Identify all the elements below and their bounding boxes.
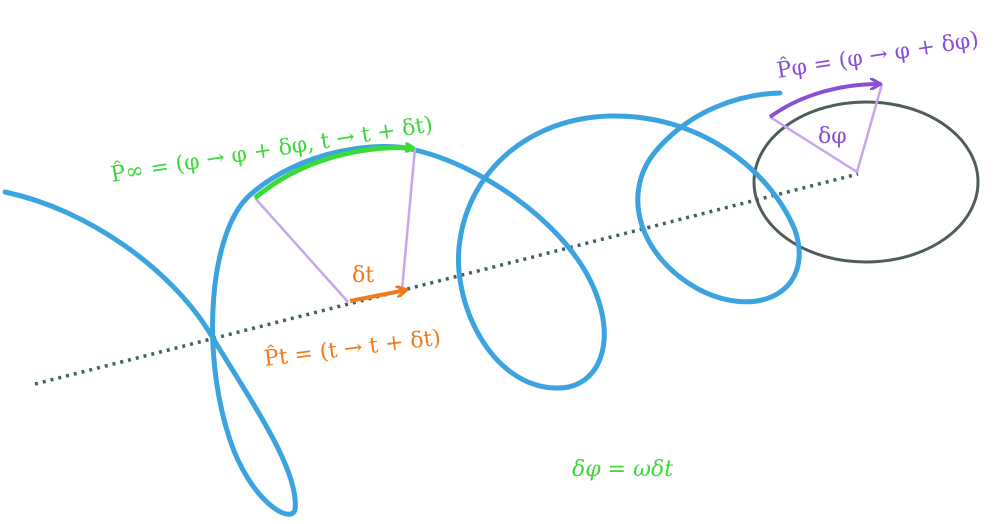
label-relation: δφ = ωδt: [572, 457, 673, 482]
radius-line: [400, 147, 417, 291]
radius-line: [254, 197, 349, 303]
helix-curve: [2, 90, 802, 517]
label-delta-t: δt: [352, 263, 374, 288]
phase-circle: [752, 100, 980, 264]
green-arc-arrow: [253, 148, 413, 200]
radius-line: [769, 115, 858, 174]
axis-dotted-line: [34, 172, 859, 386]
label-p-t: P̂t = (t → t + δt): [263, 324, 443, 371]
orange-arrow: [349, 290, 406, 303]
purple-arc-arrow: [768, 84, 880, 119]
label-p-phi: P̂φ = (φ → φ + δφ): [775, 26, 981, 84]
radius-line: [855, 83, 884, 173]
label-delta-phi: δφ: [818, 124, 847, 149]
